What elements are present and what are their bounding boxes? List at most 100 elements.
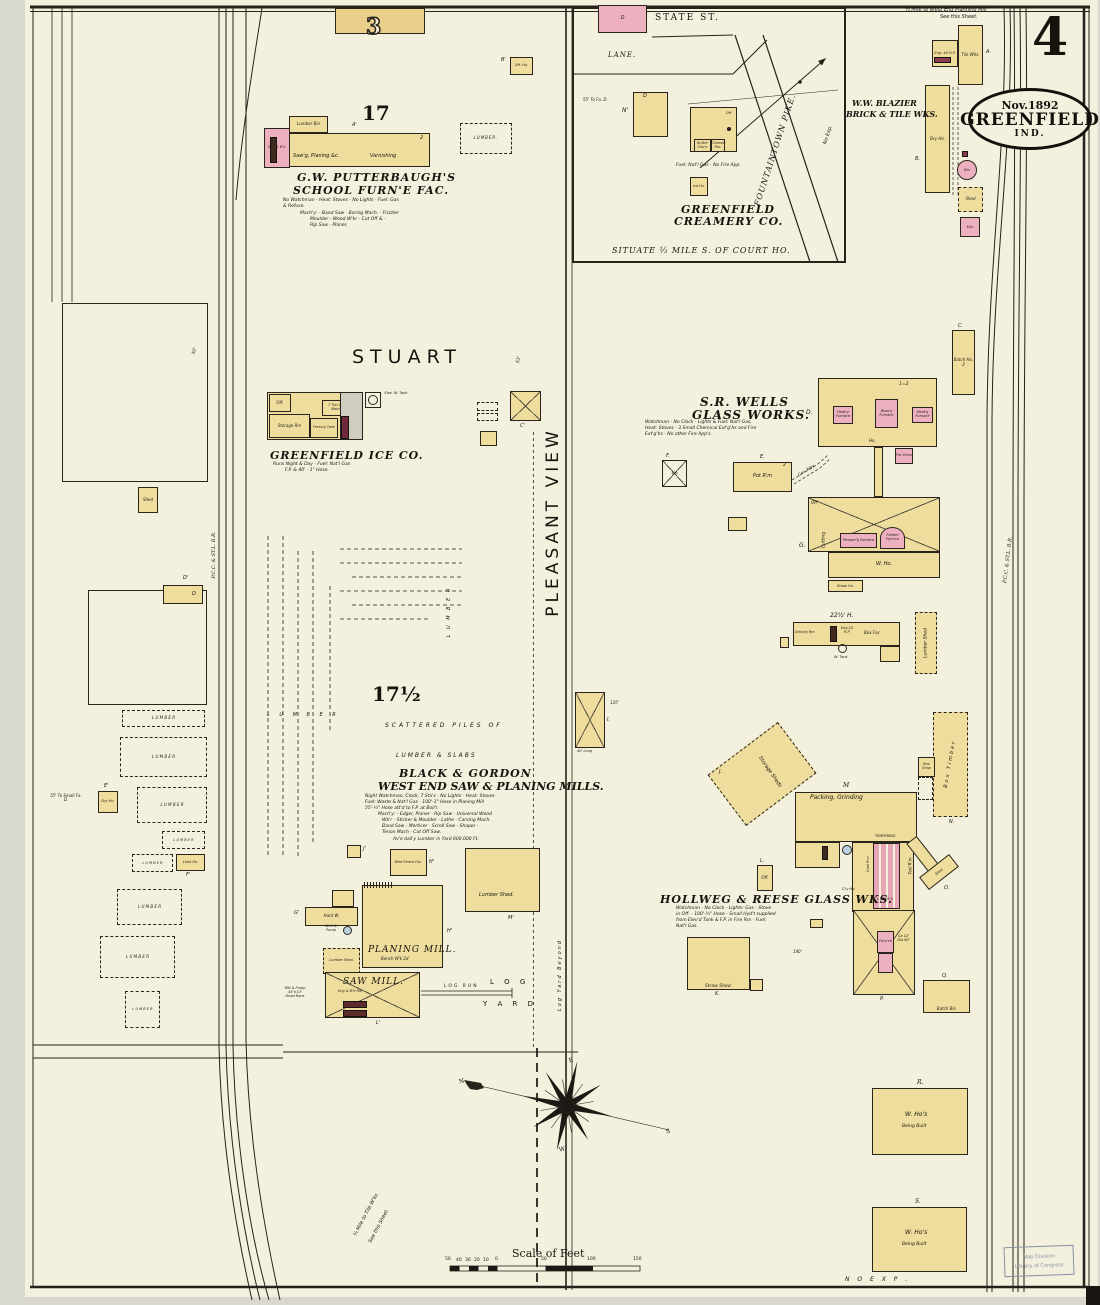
room-cheese: Cheese Rm. bbox=[711, 139, 725, 152]
label-bg-1: BLACK & GORDON bbox=[399, 767, 532, 780]
pile-small-1 bbox=[477, 402, 498, 411]
label-pot-oven: Pot Oven bbox=[896, 453, 912, 458]
room-freezing-tank: Freez'g Tank bbox=[310, 418, 338, 438]
scale-bar bbox=[449, 1265, 641, 1272]
bld-dry-house-e1: Dry Ho. bbox=[98, 791, 118, 813]
furnace-blowing: Blow'g Furnace bbox=[875, 399, 898, 428]
library-stamp: Map Division Library of Congress bbox=[1003, 1244, 1075, 1278]
label-hw-d4: Nat'l Gas. bbox=[676, 924, 698, 929]
label-lumber-shed-w: Lumber Shed bbox=[923, 628, 929, 658]
bld-office-b1: Off. Ho. bbox=[510, 57, 533, 75]
label-f: F. bbox=[666, 453, 670, 459]
pile-lumber-4: L U M B E R bbox=[162, 831, 205, 849]
label-straw-ho: Straw Ho. bbox=[836, 583, 855, 588]
hatch-strip bbox=[364, 882, 392, 888]
label-dry-ho: Dry Ho. bbox=[929, 135, 946, 141]
label-l: L. bbox=[760, 858, 765, 864]
bld-putter-main bbox=[289, 133, 430, 167]
label-elev-tank: Elev. W. Tank bbox=[384, 391, 408, 395]
pot-oven: Pot Oven bbox=[895, 448, 913, 464]
label-tool-rm: Tool R'm bbox=[907, 857, 913, 875]
label-grindg: Grind'g Rm bbox=[795, 630, 815, 634]
label-off-ho: Off. Ho. bbox=[514, 63, 529, 68]
label-bg-d2: Fuel: Waste & Nat'l Gas - 100'-1" Hose i… bbox=[365, 800, 484, 805]
lumber-yard-fences bbox=[267, 536, 462, 858]
label-ice-title: GREENFIELD ICE CO. bbox=[270, 449, 424, 462]
label-g-off: Off' bbox=[811, 500, 819, 505]
label-no-exp: N O E X P . bbox=[845, 1276, 911, 1283]
label-bg-d5: Wk'r - Sticker & Moulder - Lathe - Carvi… bbox=[382, 818, 491, 823]
label-shed: Shed bbox=[965, 196, 976, 202]
pile-lumber-5: L U M B E R bbox=[132, 854, 173, 872]
bld-tile-warehouse: Tile Whs. bbox=[958, 25, 983, 85]
room-ice-office: Off. bbox=[269, 394, 291, 412]
label-l1: L' bbox=[376, 1020, 381, 1026]
label-hw-d1: Watchman - No Clock - Lights: Gas - Stov… bbox=[676, 906, 772, 911]
label-putter-d4: Moulder - Wood W'kr - Cut Off & - bbox=[310, 217, 386, 222]
label-1-2: 1=2 bbox=[899, 382, 909, 387]
label-note1: ½ Mile to West End Planning Mill bbox=[905, 7, 987, 13]
label-f-prime: F' bbox=[186, 872, 191, 878]
label-bench: Bench W'k 2d bbox=[381, 956, 409, 961]
boiler-bar-putter bbox=[270, 137, 277, 163]
bld-straw-house: Straw Ho. bbox=[828, 580, 863, 592]
scale-tick-6: 50 bbox=[541, 1257, 547, 1262]
bld-straw-shed-k: Straw Shed. bbox=[687, 937, 750, 990]
label-box-fac: Box Fac bbox=[864, 630, 880, 635]
label-a: A. bbox=[986, 49, 992, 55]
furnace-p-upper: Furn'ce bbox=[877, 931, 894, 953]
compass-w: W bbox=[558, 1145, 566, 1154]
label-hw-d2: in Off. - 100'-¾" Hose - Small Hyd't sup… bbox=[676, 912, 776, 917]
label-j: J. bbox=[719, 769, 723, 775]
scale-title: Scale of Feet bbox=[512, 1247, 585, 1260]
boiler-bar-blazier bbox=[934, 57, 951, 63]
label-flatten-furnace: Flatten Furn'ce bbox=[886, 533, 899, 541]
label-kiln2: Kiln bbox=[966, 224, 974, 229]
label-c: C. bbox=[958, 323, 964, 329]
map-border bbox=[30, 5, 1100, 1305]
pile-lumber-3: L U M B E R bbox=[137, 787, 207, 823]
label-bg-2: WEST END SAW & PLANING MILLS. bbox=[378, 780, 604, 793]
furnace-heating-2: Heat'g Furnace bbox=[912, 407, 933, 423]
label-w-tank: W. Tank bbox=[834, 655, 848, 659]
label-n1: N' bbox=[622, 107, 629, 114]
label-r: R. bbox=[917, 1079, 924, 1086]
label-cutting: Cutting bbox=[821, 531, 827, 549]
pile-lumber-1: L U M B E R bbox=[122, 710, 205, 727]
bld-h-extension bbox=[880, 646, 900, 662]
bld-hardware: Hard W. bbox=[305, 907, 358, 926]
bld-tiny-left-of-h bbox=[780, 637, 789, 648]
label-sawing: Saw'g, Planing &c. bbox=[293, 153, 340, 159]
well-pump-circle bbox=[343, 926, 352, 935]
scale-tick-2: 30 bbox=[465, 1258, 471, 1263]
label-bg-d3: 55'-½" Hose att'd to F.P. at Boil'r. bbox=[365, 806, 439, 811]
stamp-line-2: Library of Congress bbox=[1014, 1261, 1064, 1270]
kiln-square: Kiln bbox=[960, 217, 980, 237]
label-m: M bbox=[843, 782, 850, 789]
label-scattered: SCATTERED PILES OF bbox=[385, 722, 503, 729]
pointing-hand-icon bbox=[464, 1080, 484, 1090]
label-hollweg-title: HOLLWEG & REESE GLASS WKS. bbox=[660, 893, 893, 906]
boiler-bar-hollweg bbox=[822, 846, 828, 860]
bld-inset-n1 bbox=[633, 92, 668, 137]
label-d-left: D bbox=[192, 591, 196, 597]
label-f-size: 1½ bbox=[671, 470, 678, 476]
label-eng-blr-rm: Eng & B'lr Rm bbox=[338, 989, 363, 993]
label-putter-d1: No Watchman - Heat: Stoves - No Lights -… bbox=[283, 198, 399, 203]
label-cheese: Cheese Rm. bbox=[711, 140, 725, 149]
bld-wire-fence-fac: Wire Fence Fac. bbox=[390, 849, 427, 876]
label-lumber: L U M B E R bbox=[142, 860, 163, 865]
label-eng-25: Eng 25 H.P. bbox=[840, 626, 854, 634]
city-name: GREENFIELD bbox=[960, 110, 1100, 130]
label-a1: A' bbox=[352, 122, 357, 128]
scale-tick-7: 100 bbox=[587, 1257, 596, 1262]
label-note2: See this Sheet. bbox=[940, 14, 978, 20]
label-ice-off: Off. bbox=[276, 399, 284, 405]
bld-planing-mill bbox=[362, 885, 443, 968]
label-lumber: LUMBER. bbox=[473, 135, 499, 141]
label-blazier-1: W.W. BLAZIER bbox=[852, 98, 917, 108]
pile-lumber-8: L U M B E R bbox=[125, 991, 160, 1028]
label-creamery-2: CREAMERY CO. bbox=[674, 215, 784, 228]
label-d-prime: D' bbox=[183, 575, 189, 581]
